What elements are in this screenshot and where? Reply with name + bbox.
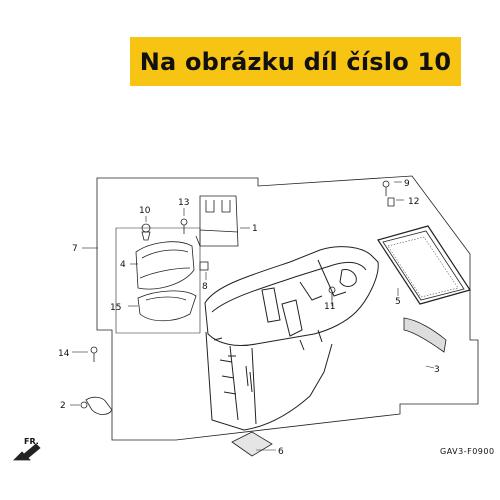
- bolts: [80, 180, 395, 415]
- part-number-banner: Na obrázku díl číslo 10: [130, 37, 461, 86]
- callout-8: 8: [202, 282, 208, 292]
- callout-4: 4: [120, 260, 126, 270]
- callout-1: 1: [252, 224, 258, 234]
- callout-14: 14: [58, 349, 70, 359]
- callout-7: 7: [72, 244, 78, 254]
- callout-2: 2: [60, 401, 66, 411]
- assembly-frame: [96, 175, 479, 441]
- leader-lines: [70, 181, 435, 451]
- lid-panel: [377, 225, 471, 305]
- banner-text: Na obrázku díl číslo 10: [139, 47, 452, 76]
- luggage-box: [204, 246, 379, 431]
- callout-11: 11: [324, 302, 335, 312]
- callout-6: 6: [278, 447, 284, 457]
- callout-5: 5: [395, 297, 401, 307]
- callout-3: 3: [434, 365, 440, 375]
- front-arrow-icon: [13, 443, 41, 461]
- front-marker-label: FR.: [24, 437, 39, 446]
- diagram-code: GAV3-F0900: [440, 447, 495, 456]
- callout-12: 12: [408, 197, 419, 207]
- callout-9: 9: [404, 179, 410, 189]
- strip-part: [403, 317, 447, 353]
- plate-part: [231, 431, 273, 457]
- bracket-part: [195, 195, 239, 247]
- callout-10: 10: [139, 206, 151, 216]
- cover-part: [135, 241, 195, 290]
- bracket-group-frame: [115, 227, 201, 334]
- callout-13: 13: [178, 198, 189, 208]
- callout-15: 15: [110, 303, 121, 313]
- holder-part: [137, 290, 197, 322]
